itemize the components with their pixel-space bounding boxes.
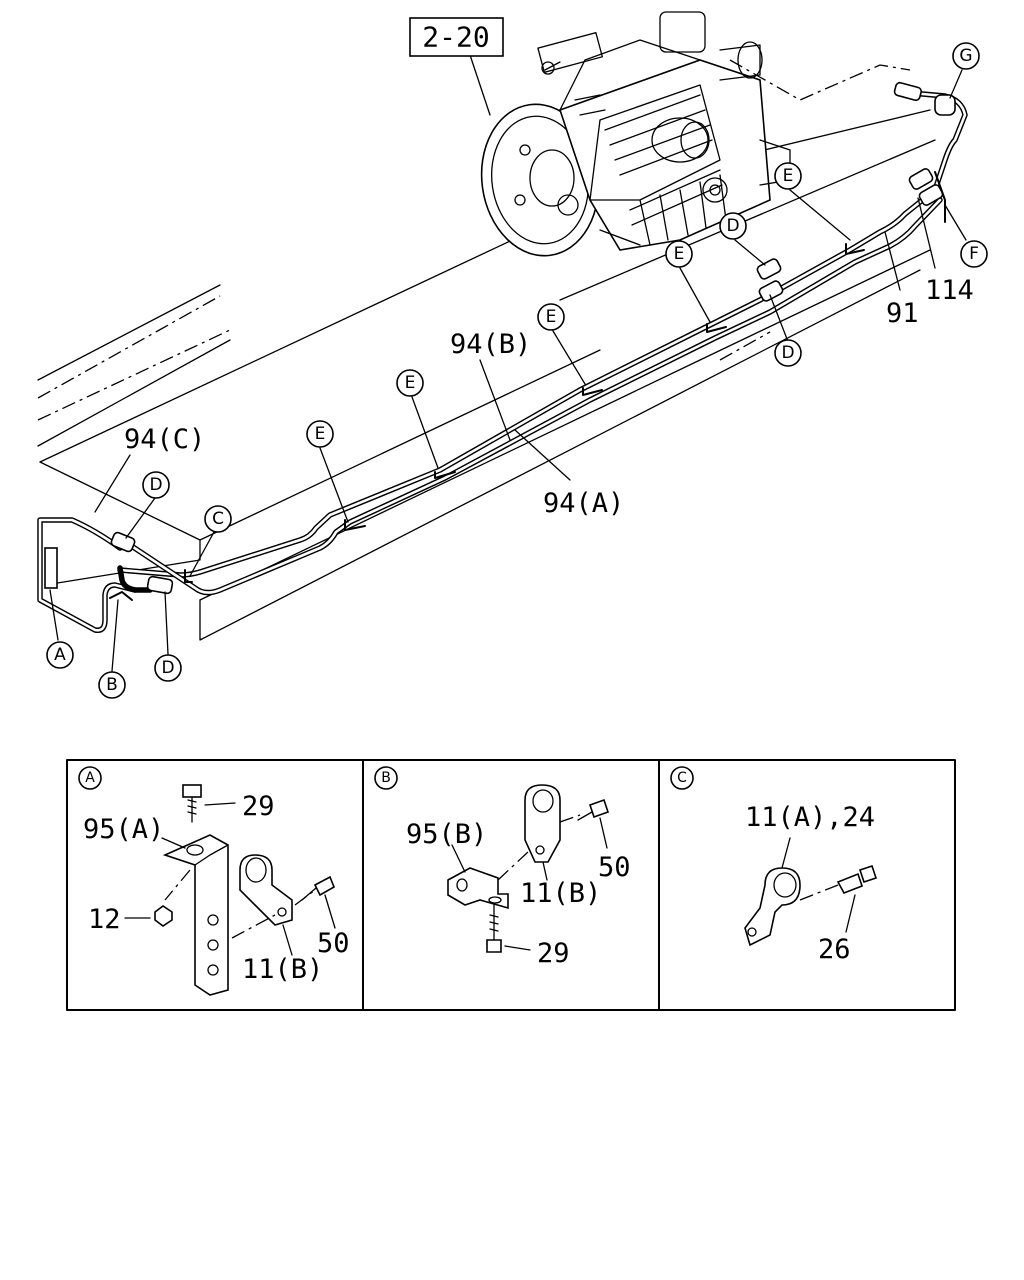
- label-114: 114: [925, 275, 974, 306]
- detail-panels: A 29 95(A) 12 1: [66, 759, 956, 1011]
- pipe-clips: [344, 243, 865, 531]
- callout-e-2[interactable]: E: [396, 369, 424, 397]
- callout-c[interactable]: C: [204, 505, 232, 533]
- panel-c-label-11a24: 11(A),24: [745, 802, 875, 833]
- svg-text:E: E: [783, 166, 794, 186]
- panel-a-label-11b: 11(B): [242, 954, 323, 985]
- svg-text:C: C: [212, 509, 224, 529]
- svg-text:A: A: [54, 645, 66, 665]
- frame-rail: [37, 109, 936, 641]
- callout-e-3[interactable]: E: [537, 303, 565, 331]
- panel-b-header: B: [374, 766, 398, 790]
- panel-b-label-11b: 11(B): [520, 878, 601, 909]
- svg-text:A: A: [85, 770, 95, 786]
- svg-text:B: B: [106, 675, 118, 695]
- callout-d-right-bottom[interactable]: D: [774, 339, 802, 367]
- reference-box[interactable]: 2-20: [409, 17, 504, 57]
- panel-c-header: C: [670, 766, 694, 790]
- panel-a-label-50: 50: [317, 928, 350, 959]
- svg-text:E: E: [315, 424, 326, 444]
- svg-text:C: C: [677, 770, 687, 786]
- mount-brackets: [44, 171, 946, 601]
- detail-panel-a: A 29 95(A) 12 1: [78, 766, 350, 996]
- svg-text:E: E: [405, 373, 416, 393]
- panel-a-label-95a: 95(A): [83, 814, 164, 845]
- panel-b-label-29: 29: [537, 938, 570, 969]
- part-labels: 94(B) 94(A) 94(C) 91 114: [124, 275, 974, 519]
- callout-d-left-top[interactable]: D: [142, 471, 170, 499]
- callout-d-left-bottom[interactable]: D: [154, 654, 182, 682]
- svg-text:E: E: [546, 307, 557, 327]
- panel-a-label-12: 12: [88, 904, 121, 935]
- detail-panel-b: B 50 95(B) 11(B) 29: [374, 766, 631, 969]
- callout-b[interactable]: B: [98, 671, 126, 699]
- svg-text:D: D: [781, 343, 794, 363]
- callout-a[interactable]: A: [46, 641, 74, 669]
- svg-text:D: D: [161, 658, 174, 678]
- callout-d-right-top[interactable]: D: [719, 212, 747, 240]
- panel-b-label-95b: 95(B): [406, 819, 487, 850]
- reference-box-label: 2-20: [422, 21, 489, 54]
- panel-a-header: A: [78, 766, 102, 790]
- svg-text:E: E: [674, 244, 685, 264]
- callout-e-4[interactable]: E: [665, 240, 693, 268]
- callout-e-1[interactable]: E: [306, 420, 334, 448]
- svg-text:F: F: [969, 244, 979, 264]
- callout-f[interactable]: F: [960, 240, 988, 268]
- leader-lines: [49, 54, 967, 672]
- svg-text:D: D: [149, 475, 162, 495]
- label-94b: 94(B): [450, 329, 531, 360]
- label-94c: 94(C): [124, 424, 205, 455]
- callout-circles: A B D D C E E E E E D D F G: [46, 42, 988, 699]
- svg-text:G: G: [959, 46, 972, 66]
- panel-c-label-26: 26: [818, 934, 851, 965]
- label-94a: 94(A): [543, 488, 624, 519]
- svg-text:D: D: [726, 216, 739, 236]
- panel-b-label-50: 50: [598, 852, 631, 883]
- callout-g[interactable]: G: [952, 42, 980, 70]
- pipe-couplers: [110, 81, 956, 595]
- panel-a-label-29: 29: [242, 791, 275, 822]
- svg-text:B: B: [381, 770, 391, 786]
- detail-panel-c: C 11(A),24 26: [670, 766, 878, 965]
- label-91: 91: [886, 298, 919, 329]
- callout-e-5[interactable]: E: [774, 162, 802, 190]
